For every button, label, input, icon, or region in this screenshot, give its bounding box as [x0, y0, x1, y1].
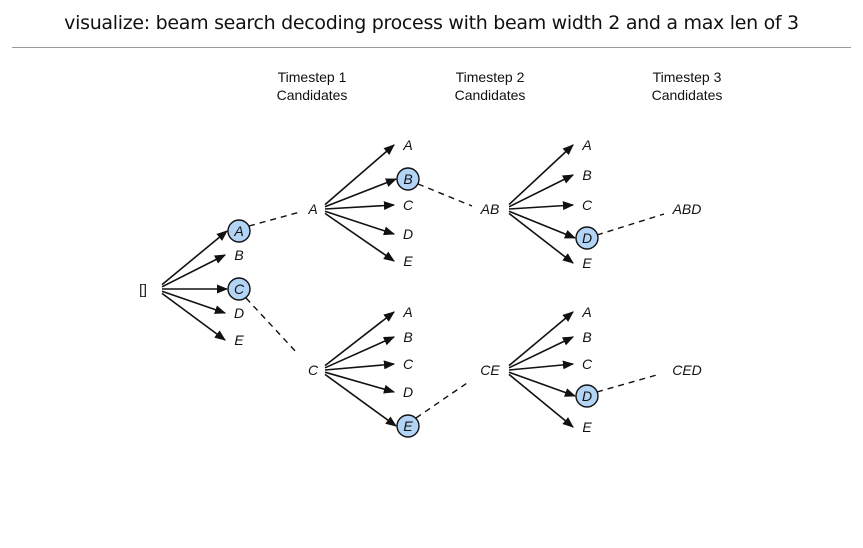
edge-t3ab-c — [508, 201, 575, 211]
candidate-t3ab-c: C — [582, 197, 593, 213]
candidate-t3ab-a: A — [581, 137, 591, 153]
selected-candidate-circle — [396, 414, 420, 438]
beam-link-a — [248, 211, 301, 227]
edge-t1-e — [161, 292, 226, 341]
candidate-t2c-c: C — [403, 356, 414, 372]
edge-t3ce-a — [508, 311, 574, 367]
candidate-t3ce-d: D — [582, 388, 592, 404]
edge-t2a-e — [324, 212, 395, 262]
edge-t2c-b — [324, 336, 396, 369]
beam-link-abd — [596, 213, 665, 236]
beam-link-c — [245, 297, 299, 355]
candidate-t3ab-e: E — [582, 255, 592, 271]
node-ce: CE — [480, 362, 500, 378]
candidate-t3ce-e: E — [582, 419, 592, 435]
timestep-header-2: Timestep 2 — [456, 69, 525, 85]
candidate-t2a-b: B — [403, 171, 412, 187]
edge-t3ce-d — [508, 371, 577, 397]
candidate-t2a-e: E — [403, 253, 413, 269]
candidate-t3ce-a: A — [581, 304, 591, 320]
edge-t3ce-e — [508, 373, 574, 428]
edge-t3ce-b — [508, 336, 575, 369]
candidate-t2a-d: D — [403, 226, 413, 242]
edge-t1-b — [161, 254, 226, 288]
beam-link-ced — [596, 373, 661, 393]
candidate-t2a-a: A — [402, 137, 412, 153]
edge-t2c-d — [324, 371, 396, 394]
node-a: A — [307, 201, 317, 217]
candidate-t1-d: D — [234, 305, 244, 321]
selected-candidate-circle — [227, 219, 251, 243]
node-c: C — [308, 362, 319, 378]
final-sequence-ced: CED — [672, 362, 702, 378]
candidate-t3ab-d: D — [582, 230, 592, 246]
candidate-t2a-c: C — [403, 197, 414, 213]
final-sequence-abd: ABD — [672, 201, 702, 217]
candidate-t2c-e: E — [403, 418, 413, 434]
title-divider — [12, 47, 851, 48]
candidate-t1-b: B — [234, 247, 243, 263]
node-root: [] — [139, 281, 147, 297]
timestep-header-1-sub: Candidates — [277, 87, 348, 103]
candidate-t3ab-b: B — [582, 167, 591, 183]
candidate-t2c-d: D — [403, 384, 413, 400]
edge-t2c-c — [324, 360, 396, 371]
candidate-t1-e: E — [234, 332, 244, 348]
edge-t2a-a — [324, 144, 395, 206]
node-ab: AB — [480, 201, 500, 217]
edge-t2a-c — [324, 201, 396, 211]
edge-t1-a — [161, 230, 228, 286]
candidate-t3ce-c: C — [582, 356, 593, 372]
timestep-header-1: Timestep 1 — [278, 69, 347, 85]
beam-link-ab — [417, 183, 473, 207]
candidate-t1-a: A — [233, 223, 243, 239]
timestep-header-3: Timestep 3 — [653, 69, 722, 85]
edge-t2c-e — [324, 373, 397, 427]
selected-candidate-circle — [575, 384, 599, 408]
page-title: visualize: beam search decoding process … — [64, 12, 799, 34]
selected-candidate-circle — [396, 167, 420, 191]
edge-t2c-a — [324, 311, 395, 367]
beam-link-ce — [415, 380, 471, 419]
candidate-t3ce-b: B — [582, 329, 591, 345]
selected-candidate-circle — [227, 277, 251, 301]
edge-t3ab-b — [508, 174, 575, 208]
edge-t3ce-c — [508, 360, 575, 371]
timestep-header-3-sub: Candidates — [652, 87, 723, 103]
candidate-t1-c: C — [234, 281, 245, 297]
edge-t2a-d — [324, 210, 396, 236]
candidate-t2c-b: B — [403, 329, 412, 345]
candidate-t2c-a: A — [402, 304, 412, 320]
timestep-header-2-sub: Candidates — [455, 87, 526, 103]
edge-t3ab-a — [508, 144, 574, 206]
edge-t2a-b — [324, 178, 398, 208]
edge-t1-d — [161, 290, 227, 314]
edge-t3ab-e — [508, 212, 574, 264]
edge-t3ab-d — [508, 210, 577, 239]
selected-candidate-circle — [575, 226, 599, 250]
